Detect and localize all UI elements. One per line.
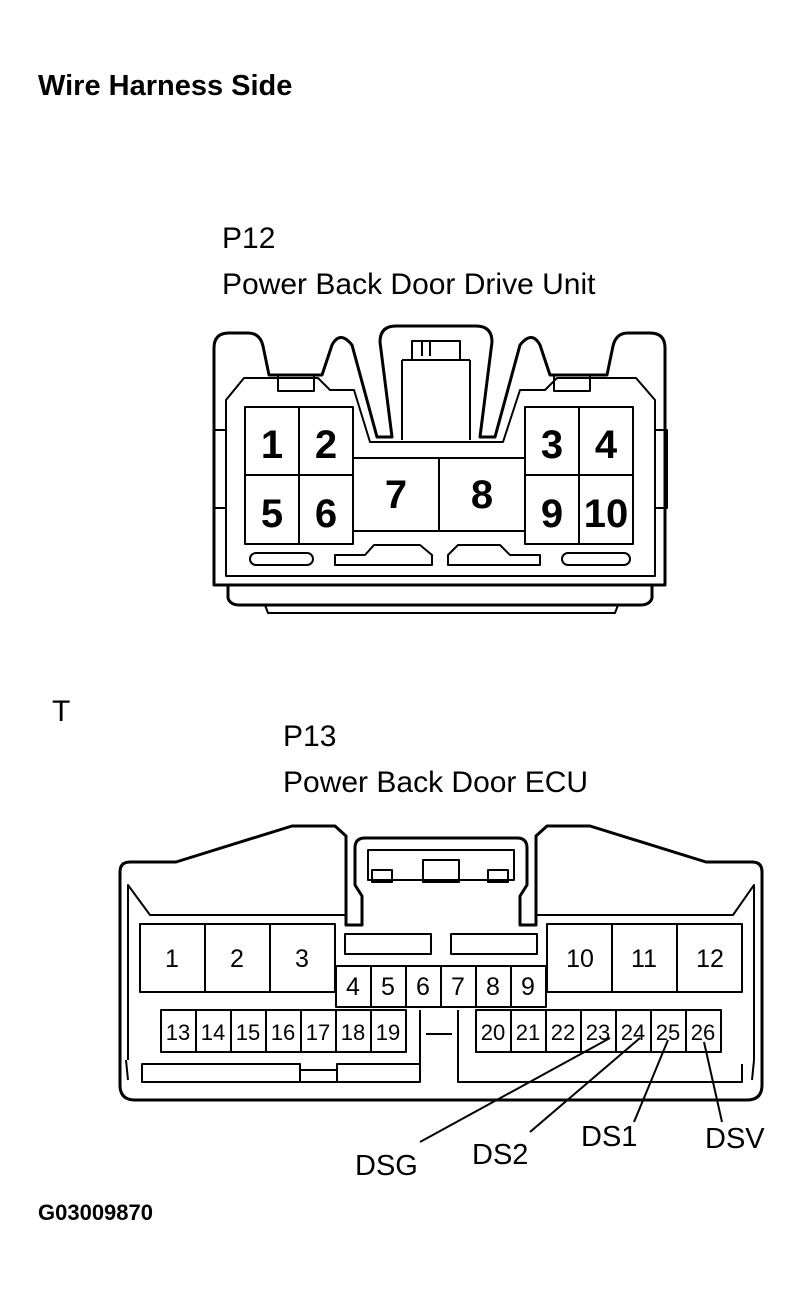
p13-pin-3: 3 [295, 945, 309, 973]
p13-pin-4: 4 [346, 973, 360, 1001]
p12-cavity-grid [244, 406, 634, 545]
figure-id: G03009870 [38, 1200, 153, 1225]
leader-dsv [703, 1041, 723, 1123]
p13-pin-20: 20 [481, 1020, 505, 1045]
p12-pin-10: 10 [584, 492, 629, 536]
signal-label-dsg: DSG [355, 1150, 418, 1182]
leader-ds1 [633, 1039, 669, 1123]
page-heading: Wire Harness Side [38, 70, 293, 102]
p12-pin-8: 8 [471, 473, 493, 517]
p13-pin-6: 6 [416, 973, 430, 1001]
p12-connector-code: P12 [222, 222, 276, 255]
p13-pin-21: 21 [516, 1020, 540, 1045]
p13-connector-code: P13 [283, 720, 337, 753]
p13-pin-15: 15 [236, 1020, 260, 1045]
p13-pin-7: 7 [451, 973, 465, 1001]
p13-connector-body [118, 824, 764, 1102]
leader-dsg [419, 1037, 611, 1143]
p13-pin-16: 16 [271, 1020, 295, 1045]
section-label-t: T [52, 695, 71, 728]
p13-pin-24: 24 [621, 1020, 645, 1045]
p12-connector-name: Power Back Door Drive Unit [222, 268, 596, 301]
p13-pin-22: 22 [551, 1020, 575, 1045]
p13-connector-name: Power Back Door ECU [283, 766, 589, 799]
p12-pin-1: 1 [261, 423, 283, 467]
p13-pin-23: 23 [586, 1020, 610, 1045]
p12-connector-body [212, 324, 668, 614]
p13-pin-8: 8 [486, 973, 500, 1001]
p13-pin-9: 9 [521, 973, 535, 1001]
signal-label-ds1: DS1 [581, 1121, 637, 1153]
p13-pin-18: 18 [341, 1020, 365, 1045]
p12-pin-7: 7 [385, 473, 407, 517]
p13-pin-2: 2 [230, 945, 244, 973]
p13-pin-19: 19 [376, 1020, 400, 1045]
p13-pin-17: 17 [306, 1020, 330, 1045]
p12-pin-2: 2 [315, 423, 337, 467]
p13-pin-12: 12 [696, 945, 724, 973]
p12-pin-4: 4 [595, 423, 618, 467]
p13-pin-1: 1 [165, 945, 179, 973]
p12-pin-5: 5 [261, 492, 283, 536]
p13-pin-10: 10 [566, 945, 594, 973]
p12-pin-3: 3 [541, 423, 563, 467]
p13-pin-13: 13 [166, 1020, 190, 1045]
p13-pin-14: 14 [201, 1020, 225, 1045]
signal-label-dsv: DSV [705, 1123, 765, 1155]
p12-pin-9: 9 [541, 492, 563, 536]
p13-pin-11: 11 [631, 945, 657, 973]
p13-cavity-grid [139, 923, 743, 1053]
p12-pin-6: 6 [315, 492, 337, 536]
signal-leader-lines [419, 1037, 723, 1143]
leader-ds2 [529, 1037, 641, 1133]
signal-label-ds2: DS2 [472, 1139, 528, 1171]
p13-pin-5: 5 [381, 973, 395, 1001]
p13-pin-26: 26 [691, 1020, 715, 1045]
